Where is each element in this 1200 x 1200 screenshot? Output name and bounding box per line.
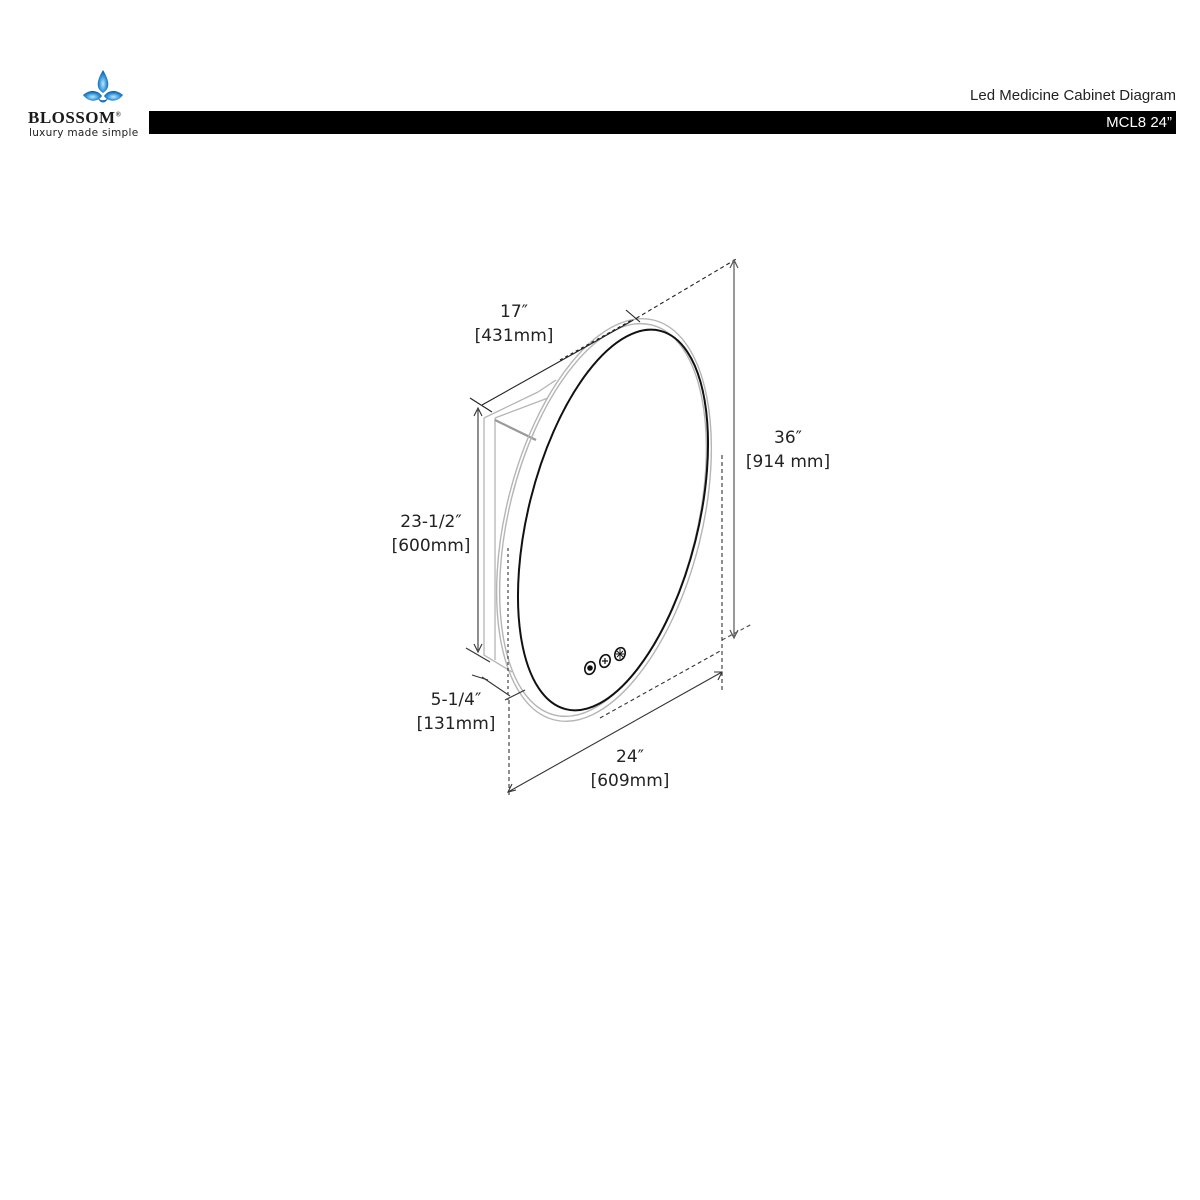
width-imperial: 24″ <box>616 747 644 767</box>
depth-imperial: 17″ <box>500 302 528 322</box>
height-label: 36″ [914 mm] <box>738 426 838 474</box>
defog-button-icon <box>599 653 611 669</box>
depth-metric: [431mm] <box>474 326 554 346</box>
light-button-icon <box>614 646 626 662</box>
cabinet-height-dimension <box>465 406 491 663</box>
height-metric: [914 mm] <box>745 452 831 472</box>
height-dimension <box>721 258 753 641</box>
mirror-rim <box>495 318 713 722</box>
cabinet-box <box>483 379 557 673</box>
height-imperial: 36″ <box>774 428 802 448</box>
mirror-glass <box>516 328 710 712</box>
cabinet-depth-metric: [131mm] <box>416 714 496 734</box>
document-title: Led Medicine Cabinet Diagram <box>970 87 1176 104</box>
model-number: MCL8 24” <box>1106 114 1172 131</box>
blossom-flower-icon <box>83 70 123 103</box>
cabinet-height-metric: [600mm] <box>391 536 471 556</box>
touch-controls <box>584 646 626 676</box>
width-dimension <box>506 455 723 798</box>
cabinet-depth-label: 5-1/4″ [131mm] <box>408 688 504 736</box>
cabinet-height-label: 23-1/2″ [600mm] <box>385 510 477 558</box>
depth-label: 17″ [431mm] <box>468 300 560 348</box>
power-button-icon <box>584 660 596 676</box>
brand-logo: BLOSSOM® luxury made simple <box>22 68 152 139</box>
cabinet-height-imperial: 23-1/2″ <box>400 512 462 532</box>
title-bar: MCL8 24” <box>149 111 1176 134</box>
depth-dimension <box>469 257 739 413</box>
cabinet-depth-imperial: 5-1/4″ <box>430 690 482 710</box>
width-label: 24″ [609mm] <box>582 745 678 793</box>
brand-name: BLOSSOM® <box>28 108 122 127</box>
width-metric: [609mm] <box>590 771 670 791</box>
brand-tagline: luxury made simple <box>29 127 139 139</box>
